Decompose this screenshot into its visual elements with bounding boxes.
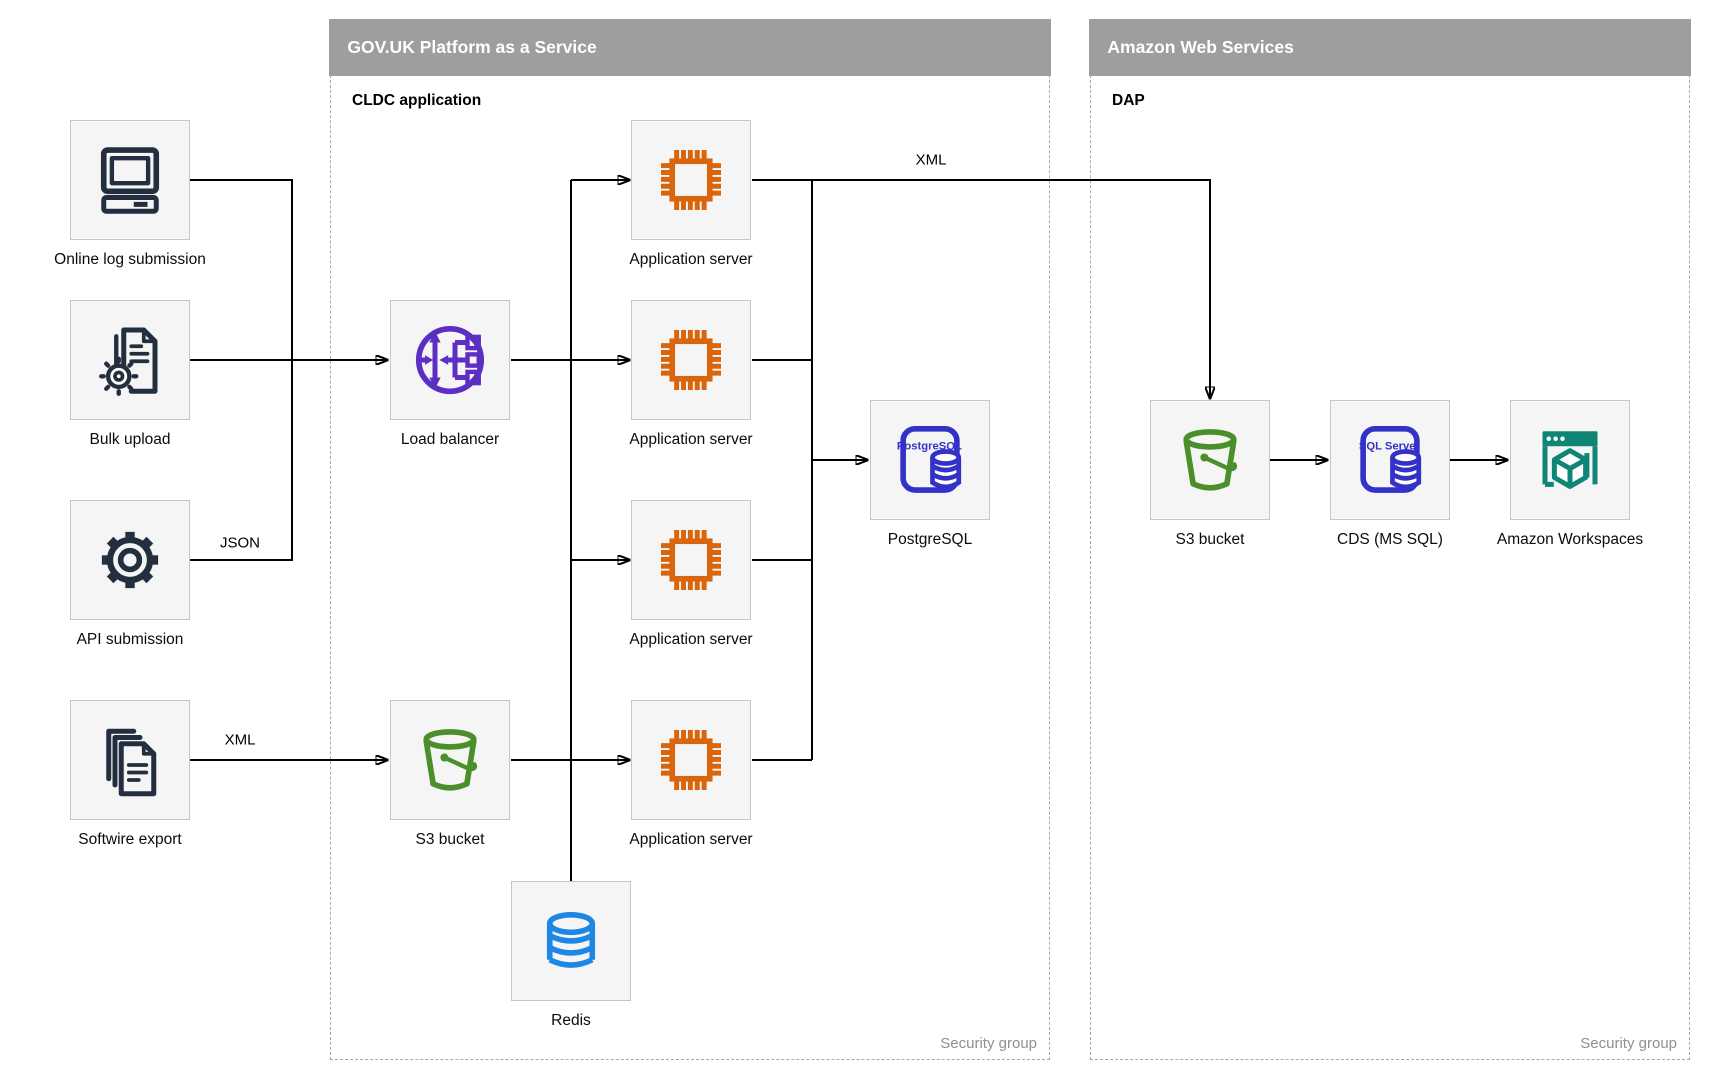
- node-load-balancer: Load balancer: [390, 300, 510, 448]
- aws-security-group-label: Security group: [1580, 1035, 1677, 1052]
- dap-label: DAP: [1112, 92, 1145, 109]
- workspaces-icon: [1530, 420, 1610, 500]
- node-label: Load balancer: [400, 431, 500, 448]
- chip-icon: [651, 520, 731, 600]
- node-label: PostgreSQL: [887, 531, 973, 548]
- database-cylinder-icon: [531, 901, 611, 981]
- edge-label-xml-to-aws: XML: [915, 151, 947, 169]
- node-label: Bulk upload: [89, 431, 171, 448]
- govuk-paas-header: GOV.UK Platform as a Service: [329, 19, 1051, 77]
- cldc-application-label: CLDC application: [352, 92, 482, 109]
- edge-label-xml-softwire: XML: [224, 731, 256, 749]
- chip-icon: [651, 720, 731, 800]
- node-label: Application server: [629, 431, 753, 448]
- node-s3-bucket-govuk: S3 bucket: [390, 700, 510, 848]
- document-gear-icon: [90, 320, 170, 400]
- node-online-log-submission: Online log submission: [54, 120, 206, 268]
- node-amazon-workspaces: Amazon Workspaces: [1497, 400, 1643, 548]
- sql-server-icon: SQL Server: [1359, 425, 1422, 493]
- node-bulk-upload: Bulk upload: [70, 300, 190, 448]
- node-label: S3 bucket: [415, 831, 485, 848]
- chip-icon: [651, 140, 731, 220]
- chip-icon: [651, 320, 731, 400]
- node-softwire-export: Softwire export: [70, 700, 190, 848]
- edge-label-json: JSON: [219, 534, 261, 552]
- node-label: Application server: [629, 631, 753, 648]
- node-application-server-4: Application server: [629, 700, 753, 848]
- govuk-security-group-label: Security group: [940, 1035, 1037, 1052]
- node-label: API submission: [76, 631, 184, 648]
- gear-icon: [90, 520, 170, 600]
- node-label: S3 bucket: [1175, 531, 1245, 548]
- aws-header: Amazon Web Services: [1089, 19, 1691, 77]
- node-cds-ms-sql: SQL Server CDS (MS SQL): [1330, 400, 1450, 548]
- aws-container: Amazon Web Services DAP Security group: [1089, 19, 1691, 1060]
- node-label: CDS (MS SQL): [1337, 531, 1443, 548]
- node-s3-bucket-aws: S3 bucket: [1150, 400, 1270, 548]
- node-redis: Redis: [511, 881, 631, 1029]
- computer-icon: [90, 140, 170, 220]
- node-api-submission: API submission: [70, 500, 190, 648]
- s3-bucket-icon: [410, 720, 490, 800]
- postgresql-icon: PostgreSQL: [897, 425, 962, 493]
- node-application-server-2: Application server: [629, 300, 753, 448]
- node-label: Amazon Workspaces: [1496, 531, 1644, 548]
- node-postgresql: PostgreSQL PostgreSQL: [870, 400, 990, 548]
- node-label: Redis: [551, 1012, 591, 1029]
- s3-bucket-icon: [1170, 420, 1250, 500]
- govuk-paas-container: GOV.UK Platform as a Service CLDC applic…: [329, 19, 1051, 1060]
- documents-stack-icon: [90, 720, 170, 800]
- node-label: Online log submission: [54, 251, 206, 268]
- node-application-server-3: Application server: [629, 500, 753, 648]
- node-application-server-1: Application server: [629, 120, 753, 268]
- node-label: Softwire export: [78, 831, 182, 848]
- node-label: Application server: [629, 251, 753, 268]
- load-balancer-icon: [410, 320, 490, 400]
- node-label: Application server: [629, 831, 753, 848]
